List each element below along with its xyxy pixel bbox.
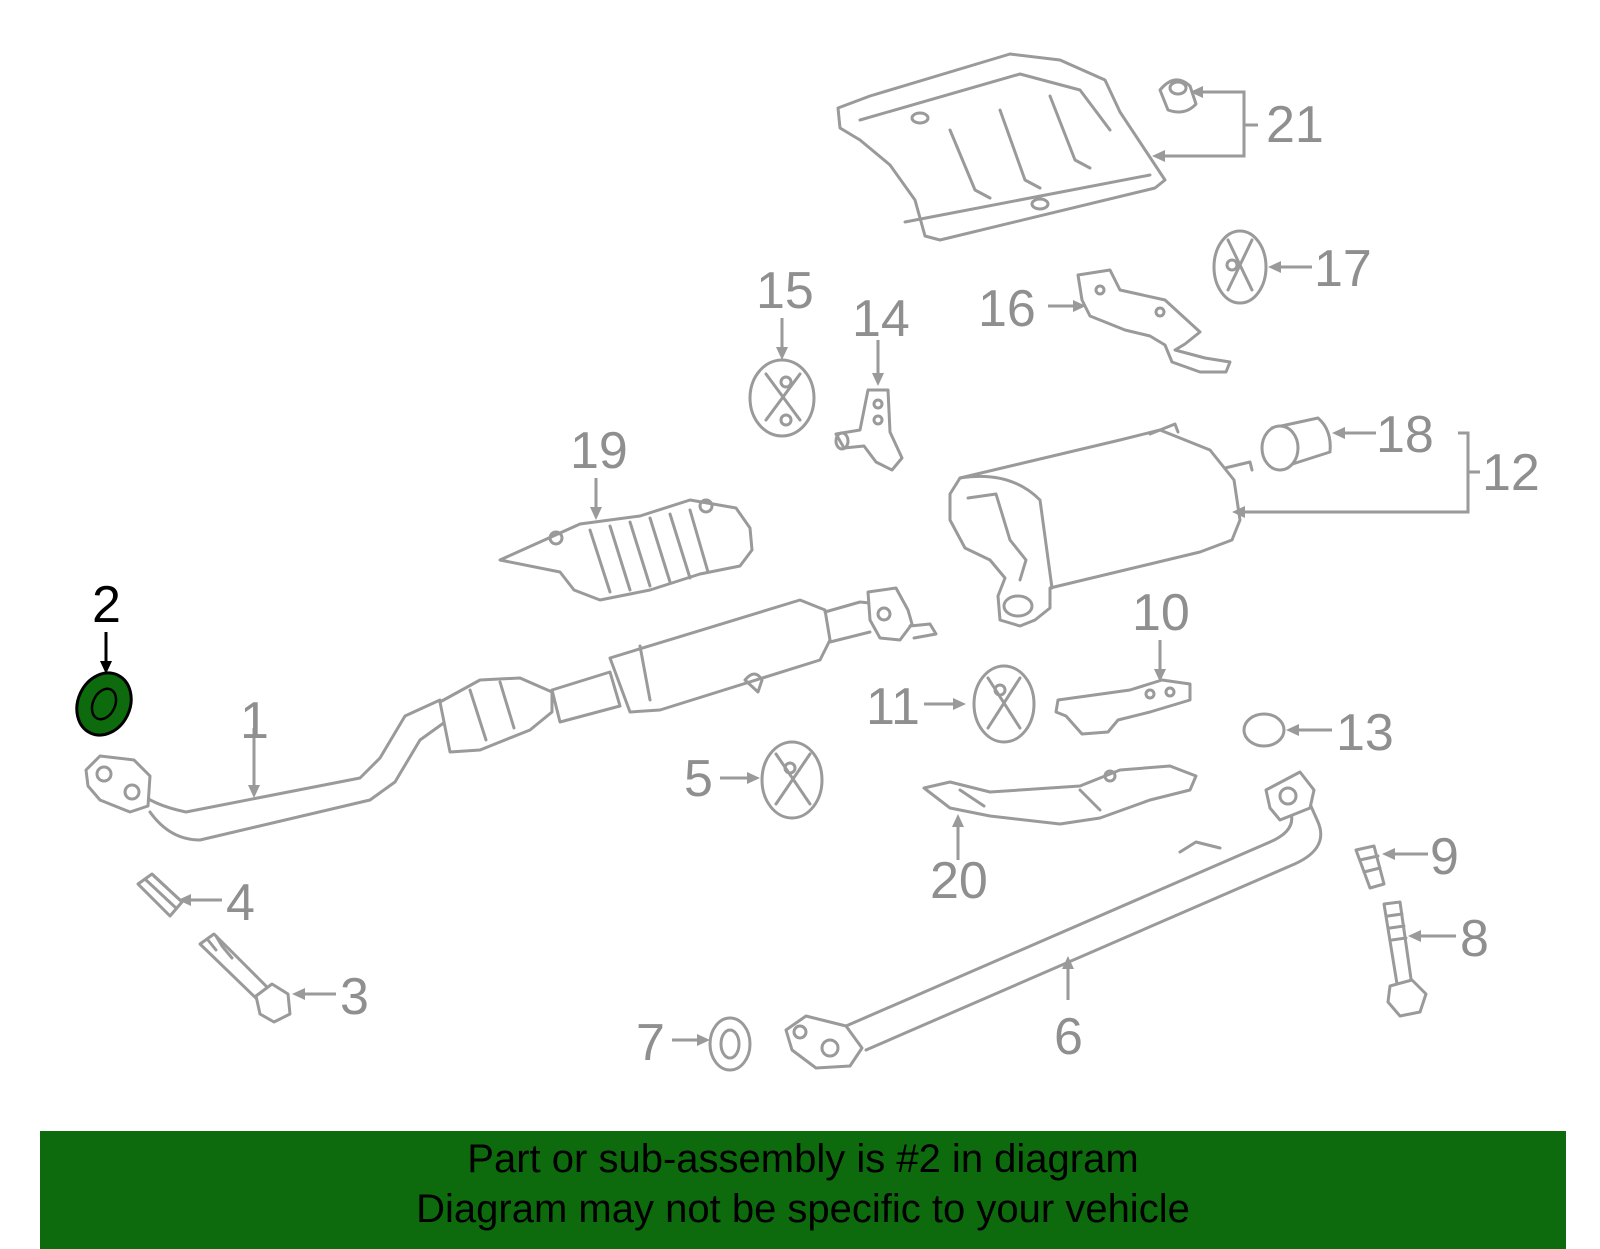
callout-14: 14 [852,290,910,348]
part-13-gasket [1242,712,1286,748]
callout-19: 19 [570,422,628,480]
part-2-gasket-highlighted [75,671,133,737]
callout-17: 17 [1314,240,1372,298]
callout-13: 13 [1336,704,1394,762]
callout-4: 4 [226,874,255,932]
banner-part-line: Part or sub-assembly is #2 in diagram [467,1137,1139,1181]
part-11-hanger [972,664,1036,744]
part-4-stud [136,872,184,918]
part-8-bolt [1382,900,1428,1018]
callout-5: 5 [684,750,713,808]
part-17-hanger [1212,229,1268,305]
callout-8: 8 [1460,910,1489,968]
callout-20: 20 [930,852,988,910]
part-9-stud [1354,844,1386,890]
callout-15: 15 [756,262,814,320]
part-16-bracket [1076,268,1232,374]
callout-11: 11 [866,678,920,736]
part-5-hanger [760,740,824,820]
callout-3: 3 [340,968,369,1026]
callout-1: 1 [240,692,269,750]
part-18-tail-pipe [1260,416,1332,472]
part-19-heat-shield [498,498,754,602]
part-12-muffler [948,422,1254,628]
callout-16: 16 [978,280,1036,338]
part-info-banner: Part or sub-assembly is #2 in diagram Di… [40,1131,1566,1249]
callout-21: 21 [1266,96,1324,154]
part-20-heat-shield [922,764,1198,826]
callout-6: 6 [1054,1008,1083,1066]
banner-disclaimer-line: Diagram may not be specific to your vehi… [416,1187,1190,1231]
callout-2: 2 [92,576,121,634]
callout-12: 12 [1482,444,1540,502]
part-14-bracket [834,388,904,472]
part-1-front-pipe [84,586,938,842]
callout-9: 9 [1430,828,1459,886]
callout-10: 10 [1132,584,1190,642]
part-21-heat-shield [836,52,1167,242]
part-3-bolt [198,932,292,1024]
part-6-center-pipe [784,770,1323,1070]
callout-7: 7 [636,1014,665,1072]
callout-18: 18 [1376,406,1434,464]
part-21-grommet [1158,78,1198,114]
part-10-bracket [1054,678,1192,736]
part-15-hanger [748,358,816,438]
part-7-gasket [708,1016,752,1072]
